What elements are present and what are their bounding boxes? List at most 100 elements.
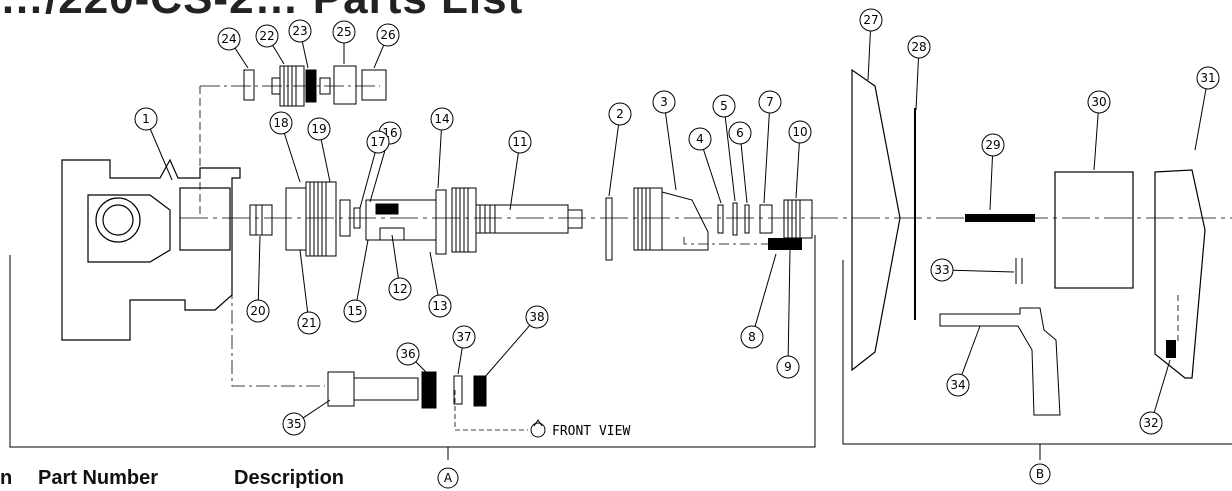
callout-number: 35 bbox=[286, 417, 301, 431]
leader-line bbox=[724, 116, 736, 202]
leader-line bbox=[457, 347, 463, 375]
callout-circle bbox=[282, 412, 306, 436]
leader-line bbox=[415, 361, 427, 373]
leader-line bbox=[301, 41, 309, 69]
callout-circle bbox=[907, 35, 931, 59]
callout-number: 37 bbox=[456, 330, 471, 344]
leader-line bbox=[1194, 88, 1207, 151]
callout-circle bbox=[859, 8, 883, 32]
callout-number: 15 bbox=[347, 304, 362, 318]
callout-number: 22 bbox=[259, 29, 274, 43]
callout-2: 2 bbox=[608, 102, 632, 197]
callout-13: 13 bbox=[428, 251, 452, 318]
leader-line bbox=[1093, 112, 1099, 171]
callout-number: 30 bbox=[1091, 95, 1106, 109]
callout-28: 28 bbox=[907, 35, 931, 111]
callout-number: 6 bbox=[736, 126, 744, 140]
leader-line bbox=[1153, 359, 1171, 413]
callout-32: 32 bbox=[1139, 359, 1171, 435]
callout-circle bbox=[376, 23, 400, 47]
callout-36: 36 bbox=[396, 342, 427, 373]
callout-number: 20 bbox=[250, 304, 265, 318]
callout-circle bbox=[388, 277, 412, 301]
leader-line bbox=[283, 133, 301, 183]
leader-line bbox=[373, 44, 385, 69]
leader-line bbox=[437, 129, 442, 189]
callout-circle bbox=[712, 94, 736, 118]
leader-line bbox=[795, 142, 800, 199]
leader-line bbox=[787, 249, 791, 357]
leader-line bbox=[302, 399, 331, 419]
stem-part bbox=[451, 187, 583, 253]
bonnet-part bbox=[633, 187, 709, 251]
centerlines bbox=[180, 85, 1232, 431]
plug-part bbox=[1166, 340, 1176, 358]
callout-number: 3 bbox=[660, 95, 668, 109]
handle-screw-part bbox=[965, 214, 1035, 222]
table-header-part-number: Part Number bbox=[38, 467, 159, 489]
leader-line bbox=[915, 57, 919, 111]
assembly-b-bracket bbox=[842, 260, 1232, 460]
callout-31: 31 bbox=[1194, 66, 1220, 151]
callout-17: 17 bbox=[359, 130, 390, 209]
callout-circle bbox=[788, 120, 812, 144]
gasket-ring-part bbox=[605, 197, 613, 261]
callout-circle bbox=[1139, 411, 1163, 435]
callout-number: 21 bbox=[301, 316, 316, 330]
callout-20: 20 bbox=[246, 235, 270, 323]
leader-line bbox=[320, 139, 331, 183]
leader-line bbox=[299, 249, 309, 313]
table-header-description: Description bbox=[234, 467, 345, 489]
callout-circle bbox=[525, 305, 549, 329]
callout-number: 38 bbox=[529, 310, 544, 324]
callout-circle bbox=[246, 299, 270, 323]
callout-circle bbox=[452, 325, 476, 349]
callout-number: 10 bbox=[792, 125, 807, 139]
callout-number: 9 bbox=[784, 360, 792, 374]
callout-14: 14 bbox=[430, 107, 454, 189]
group-label-b: B bbox=[1029, 463, 1051, 485]
callout-3: 3 bbox=[652, 90, 677, 191]
callout-12: 12 bbox=[388, 234, 412, 301]
callout-circle bbox=[255, 24, 279, 48]
callout-circle bbox=[307, 117, 331, 141]
page-title: …/220-CS-2… Parts List bbox=[0, 0, 523, 24]
svg-text:B: B bbox=[1036, 467, 1044, 481]
callout-22: 22 bbox=[255, 24, 285, 65]
callout-number: 27 bbox=[863, 13, 878, 27]
callout-number: 31 bbox=[1200, 71, 1215, 85]
callout-number: 11 bbox=[512, 135, 527, 149]
stem-assembly-part bbox=[365, 189, 447, 255]
callout-circle bbox=[981, 133, 1005, 157]
callout-number: 33 bbox=[934, 263, 949, 277]
callout-4: 4 bbox=[688, 127, 722, 204]
callout-circle bbox=[297, 311, 321, 335]
handle-cover-part bbox=[1154, 169, 1206, 379]
callout-circle bbox=[366, 130, 390, 154]
callout-circle bbox=[508, 130, 532, 154]
callout-30: 30 bbox=[1087, 90, 1111, 171]
callout-34: 34 bbox=[946, 325, 981, 397]
callout-5: 5 bbox=[712, 94, 736, 202]
callout-circle bbox=[269, 111, 293, 135]
callout-number: 7 bbox=[766, 95, 774, 109]
lever-handle-part bbox=[939, 307, 1061, 416]
callout-number: 36 bbox=[400, 347, 415, 361]
leader-line bbox=[952, 269, 1015, 273]
callout-11: 11 bbox=[508, 130, 532, 211]
leader-line bbox=[272, 45, 285, 65]
leader-line bbox=[664, 112, 677, 191]
callout-33: 33 bbox=[930, 258, 1015, 282]
callout-25: 25 bbox=[332, 20, 356, 64]
callout-circle bbox=[134, 107, 158, 131]
callout-6: 6 bbox=[728, 121, 752, 204]
callout-number: 2 bbox=[616, 107, 624, 121]
washer-parts bbox=[717, 199, 813, 239]
callout-number: 18 bbox=[273, 116, 288, 130]
callout-number: 13 bbox=[432, 299, 447, 313]
callout-8: 8 bbox=[740, 253, 777, 349]
diverter-stem-part bbox=[243, 65, 387, 107]
callout-circle bbox=[428, 294, 452, 318]
callout-23: 23 bbox=[288, 19, 312, 69]
